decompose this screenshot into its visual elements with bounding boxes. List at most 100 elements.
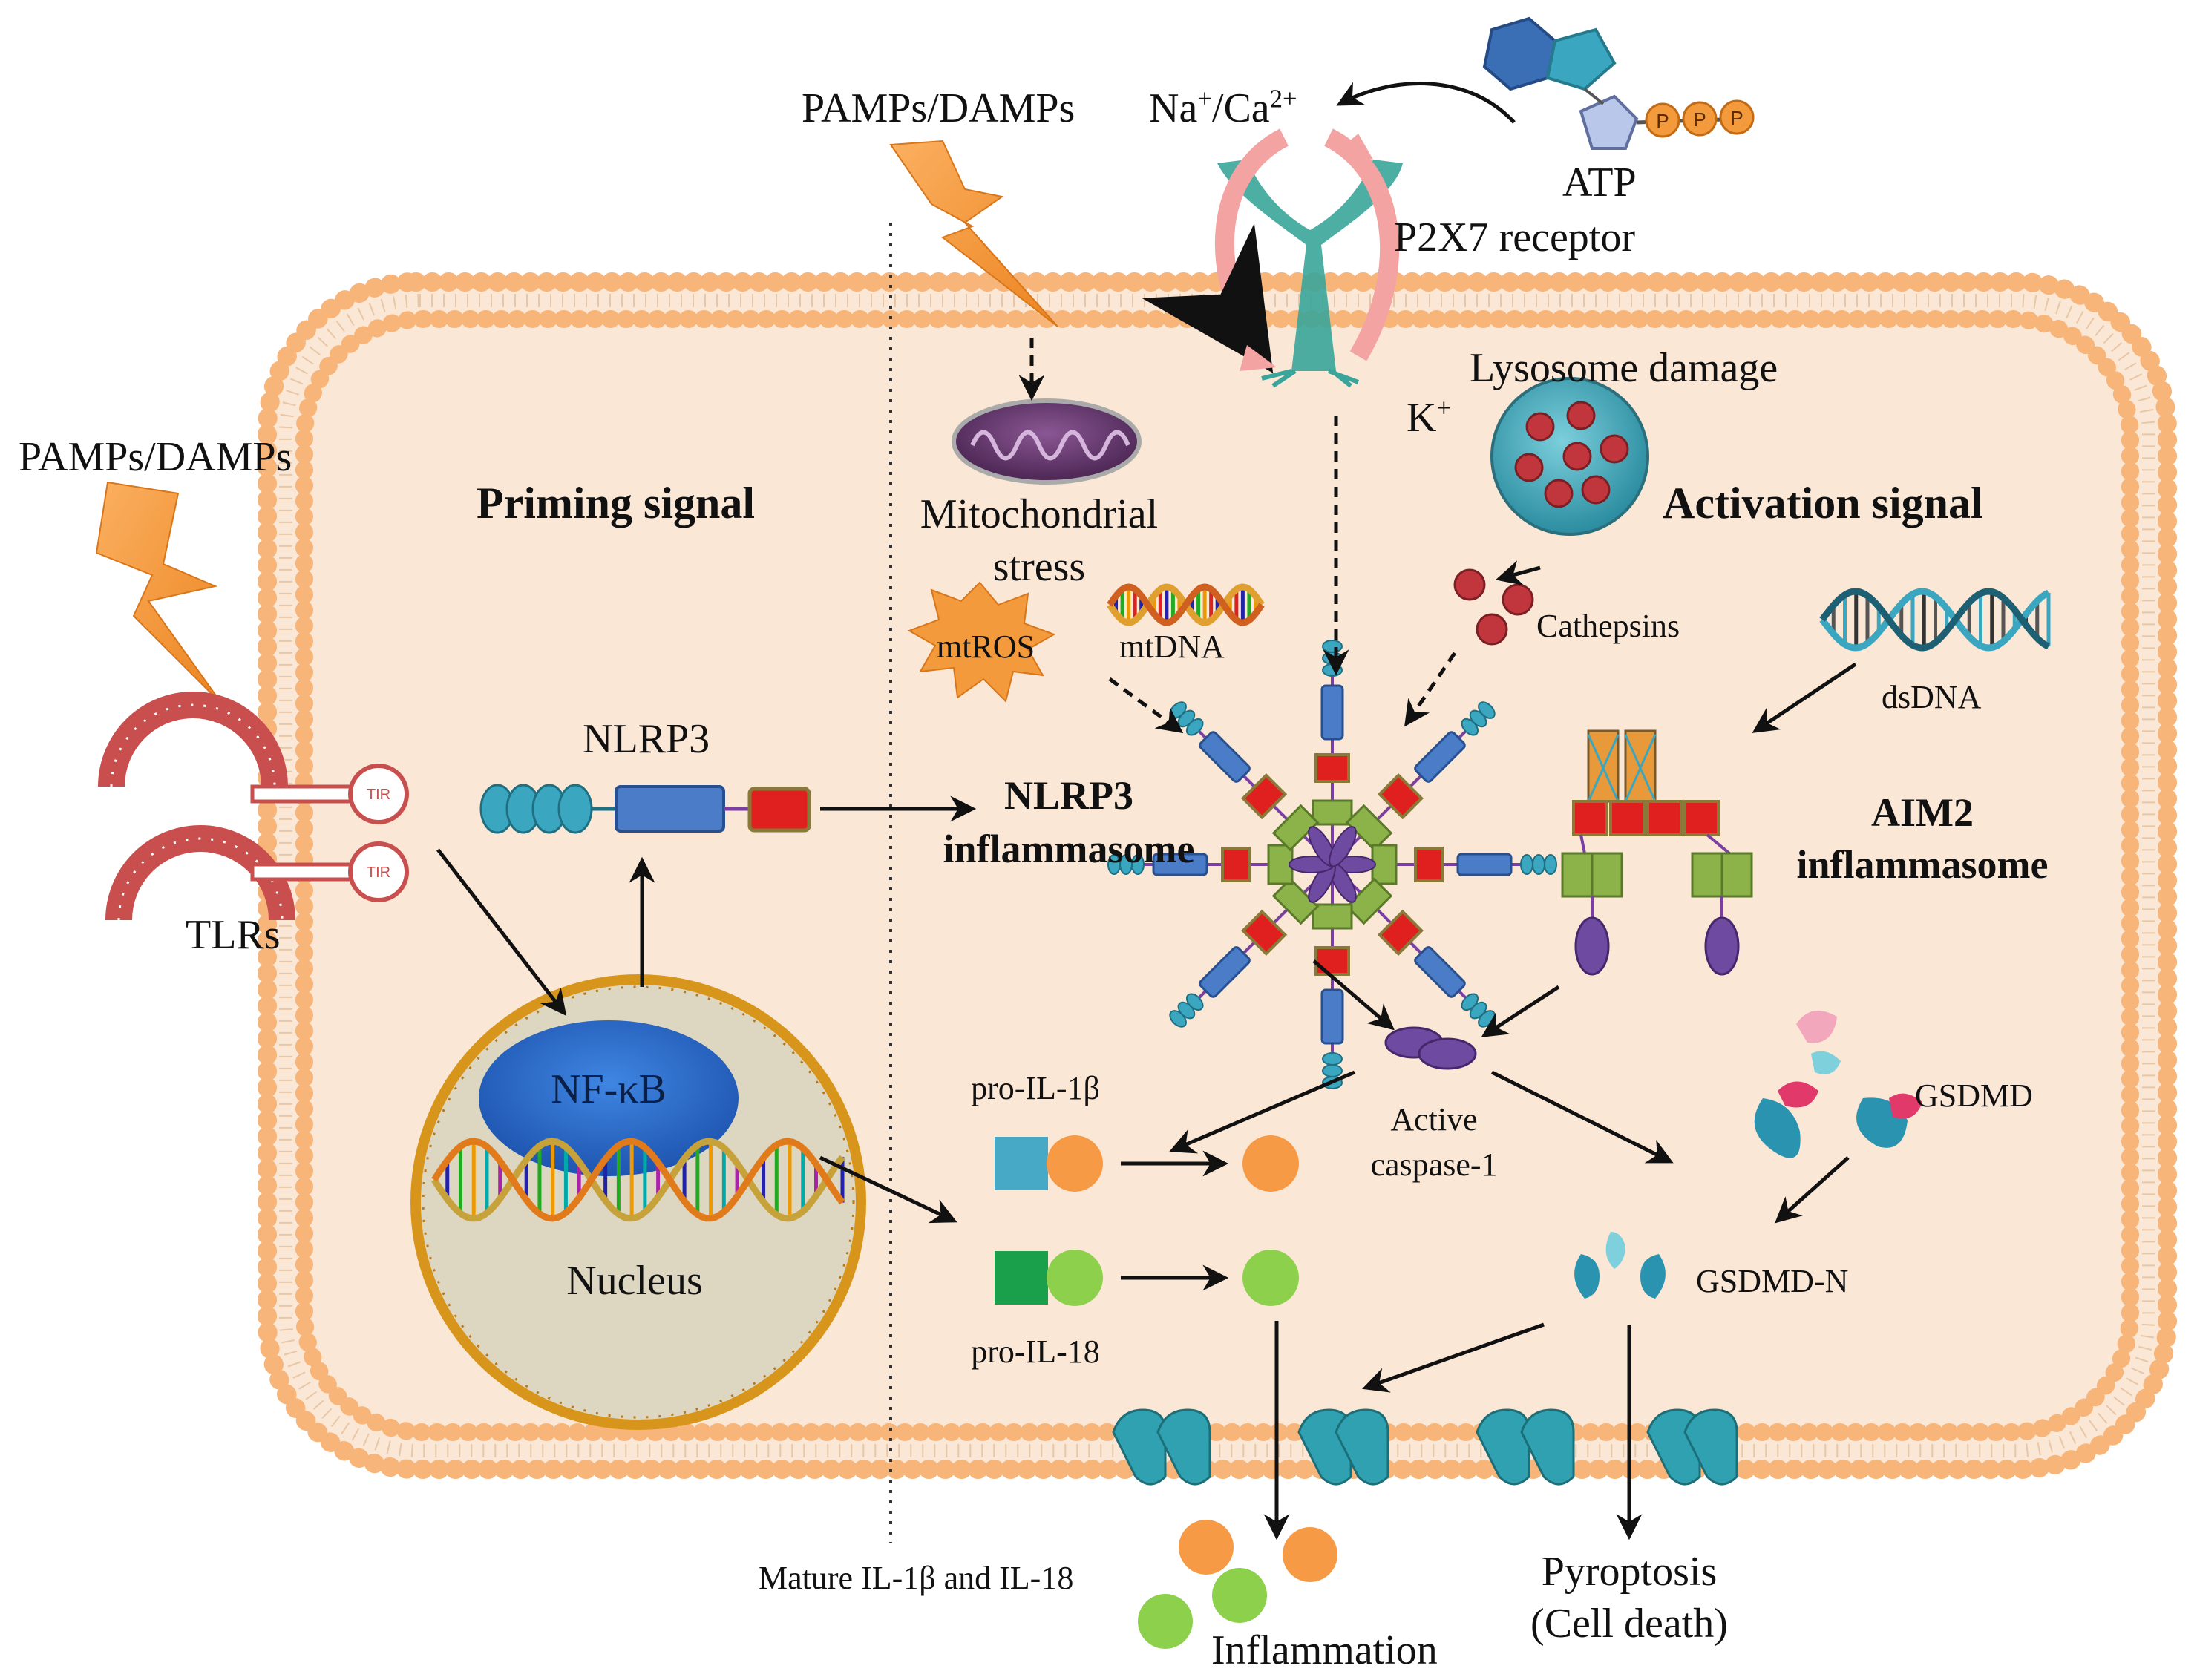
nlrp3-nacht-domain xyxy=(1456,853,1513,876)
mtros-burst-icon xyxy=(907,581,1056,703)
nlrp3-pyd-domain xyxy=(1322,640,1343,653)
mtdna-helix-icon xyxy=(1107,583,1265,626)
dna-strand xyxy=(1819,588,2050,652)
pamps-damps-left-label: PAMPs/DAMPs xyxy=(19,434,292,480)
potassium-charge: + xyxy=(1436,393,1452,423)
pyroptosis-label-line2: (Cell death) xyxy=(1530,1601,1728,1647)
phosphate-label: P xyxy=(1656,110,1669,132)
nlrp3-pyd-domain xyxy=(1322,1064,1343,1077)
asc-adaptor xyxy=(1345,804,1393,852)
nfkb-label: NF-κB xyxy=(551,1066,667,1112)
priming-signal-heading: Priming signal xyxy=(477,479,756,528)
gsdmd-pore-icon xyxy=(1112,1408,1738,1486)
nlrp3-pyd-domain xyxy=(1478,701,1496,719)
nlrp3-protein-label: NLRP3 xyxy=(583,716,710,762)
lysosome-icon xyxy=(1490,377,1649,536)
lightning-bolt-icon xyxy=(889,140,1058,327)
aim2-inflammasome-complex xyxy=(1561,729,1753,976)
mitochondrial-stress-label-line1: Mitochondrial xyxy=(920,491,1159,537)
dna-strand xyxy=(1819,588,2050,652)
inflammation-label: Inflammation xyxy=(1211,1627,1438,1673)
p2x7-receptor-label: P2X7 receptor xyxy=(1394,214,1636,260)
active-caspase-1 xyxy=(1384,1026,1477,1070)
nlrp3-pyd-domain xyxy=(1532,854,1545,875)
activation-signal-heading: Activation signal xyxy=(1663,479,1983,528)
nlrp3-nacht-domain xyxy=(1199,731,1251,783)
dna-strand xyxy=(431,1138,845,1222)
pro-il-1b-label: pro-IL-1β xyxy=(971,1070,1100,1106)
inflammasome-spoke xyxy=(1331,863,1491,1023)
nlrp3-nacht-domain xyxy=(1414,946,1466,998)
atp-molecule-icon xyxy=(1482,16,1745,150)
phosphate-label: P xyxy=(1730,107,1743,129)
nlrp3-inflammasome-label-line2: inflammasome xyxy=(943,827,1195,871)
nlrp3-pyd-domain xyxy=(1107,854,1121,875)
released-cytokines xyxy=(1138,1520,1337,1649)
mature-il-18 xyxy=(1242,1250,1299,1306)
nlrp3-lrr-domain xyxy=(1221,847,1251,882)
inflammasome-spoke xyxy=(1173,706,1334,866)
aim2-inflammasome-label-line2: inflammasome xyxy=(1796,842,2049,887)
mtdna-label: mtDNA xyxy=(1119,629,1225,665)
nuclear-dna-helix-icon xyxy=(431,1138,845,1222)
nlrp3-pyd-domain xyxy=(1322,1052,1343,1066)
cathepsins-label: Cathepsins xyxy=(1536,608,1680,644)
nlrp3-protein xyxy=(479,784,811,834)
atp-label: ATP xyxy=(1562,160,1637,206)
asc-adaptor xyxy=(1345,877,1393,925)
nlrp3-inflammasome-complex xyxy=(1107,640,1557,1089)
nlrp3-lrr-domain xyxy=(1314,946,1350,976)
nlrp3-nacht-domain xyxy=(1152,853,1208,876)
nlrp3-pyd-domain xyxy=(1544,854,1557,875)
nlrp3-nacht-domain xyxy=(1320,684,1344,741)
potassium-efflux-label: K+ xyxy=(1407,395,1451,441)
pro-il-18 xyxy=(995,1250,1103,1306)
phosphate-groups xyxy=(1645,99,1755,138)
dna-strand xyxy=(431,1138,845,1222)
active-caspase-1-label-line1: Active xyxy=(1390,1101,1478,1138)
nlrp3-pyd-domain xyxy=(1520,854,1533,875)
tir-label: TIR xyxy=(367,787,390,803)
nlrp3-lrr-domain xyxy=(1377,909,1424,957)
nlrp3-lrr-domain xyxy=(1240,909,1288,957)
calcium-label: /Ca xyxy=(1211,85,1270,131)
mature-il-1b xyxy=(1242,1135,1299,1192)
inflammasome-spoke xyxy=(1173,863,1334,1023)
asc-adaptor xyxy=(1271,804,1320,852)
mature-cytokines-label: Mature IL-1β and IL-18 xyxy=(759,1560,1074,1596)
pathway-arrows xyxy=(436,82,1857,1540)
nlrp3-nacht-domain xyxy=(1199,946,1251,998)
pamps-damps-top-label: PAMPs/DAMPs xyxy=(802,85,1075,131)
cathepsin-particles xyxy=(1453,568,1534,646)
inflammasome-spoke xyxy=(1331,706,1491,866)
pro-il-1b xyxy=(995,1135,1103,1192)
asc-adaptor xyxy=(1312,799,1353,826)
lysosome-damage-label: Lysosome damage xyxy=(1470,345,1778,391)
nlrp3-lrr-domain xyxy=(1314,753,1350,783)
nlrp3-pyd-domain xyxy=(1322,652,1343,665)
pyroptosis-label-line1: Pyroptosis xyxy=(1541,1549,1718,1595)
ion-influx-label: Na+/Ca2+ xyxy=(1149,85,1297,131)
asc-adaptor xyxy=(1271,877,1320,925)
pro-il-18-label: pro-IL-18 xyxy=(971,1333,1100,1370)
mtros-label: mtROS xyxy=(937,629,1035,665)
dsdna-label: dsDNA xyxy=(1882,679,1982,715)
mitochondrion-icon xyxy=(952,398,1142,485)
gsdmd-label: GSDMD xyxy=(1915,1077,2033,1114)
nlrp3-inflammasome-label-line1: NLRP3 xyxy=(1004,773,1133,818)
tlrs-label: TLRs xyxy=(186,912,281,958)
p2x7-channel-icon xyxy=(1142,128,1403,388)
calcium-charge: 2+ xyxy=(1269,84,1297,114)
nlrp3-lrr-domain xyxy=(1377,772,1424,820)
tlr-receptor-icon xyxy=(98,692,409,921)
sodium-label: Na xyxy=(1149,85,1198,131)
tir-label: TIR xyxy=(367,864,390,881)
nlrp3-nacht-domain xyxy=(1414,731,1466,783)
potassium-label: K xyxy=(1407,395,1437,441)
gsdmd-protein xyxy=(1754,1011,1922,1158)
dashed-pathway-arrows xyxy=(1018,338,1457,734)
active-caspase-1-label-line2: caspase-1 xyxy=(1370,1146,1498,1183)
pro-caspase-1-core xyxy=(1329,826,1357,867)
asc-adaptor xyxy=(1312,903,1353,930)
